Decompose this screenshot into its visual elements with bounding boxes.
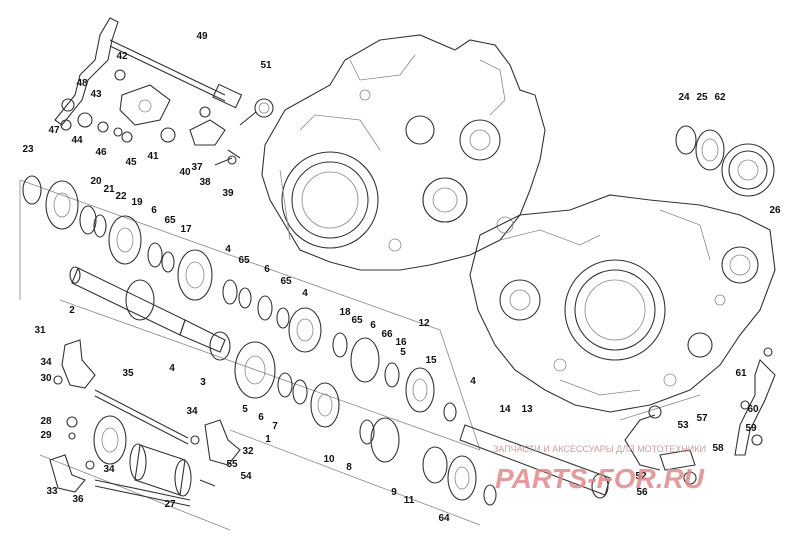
part-label-35: 35 xyxy=(122,368,134,379)
part-label-13: 13 xyxy=(521,404,533,415)
part-label-34: 34 xyxy=(103,464,115,475)
part-label-65: 65 xyxy=(351,315,363,326)
part-label-6: 6 xyxy=(151,205,157,216)
part-label-29: 29 xyxy=(40,430,52,441)
part-label-36: 36 xyxy=(72,494,84,505)
shift-small-parts xyxy=(60,69,241,166)
part-label-4: 4 xyxy=(302,288,308,299)
part-label-47: 47 xyxy=(48,125,60,136)
part-label-39: 39 xyxy=(222,188,234,199)
part-label-12: 12 xyxy=(418,318,430,329)
part-label-4: 4 xyxy=(225,244,231,255)
part-label-20: 20 xyxy=(90,176,102,187)
watermark-brand: PARTS-FOR.RU xyxy=(495,463,705,494)
external-lever-and-sensor xyxy=(624,347,776,485)
crankcase-right-half xyxy=(469,194,776,413)
secondary-shaft-gears xyxy=(234,341,497,506)
part-label-57: 57 xyxy=(696,413,708,424)
part-label-4: 4 xyxy=(470,376,476,387)
part-label-10: 10 xyxy=(323,454,335,465)
part-label-65: 65 xyxy=(164,215,176,226)
part-label-17: 17 xyxy=(180,224,192,235)
part-label-6: 6 xyxy=(264,264,270,275)
part-label-60: 60 xyxy=(747,404,759,415)
selector-mechanism xyxy=(49,339,241,507)
part-label-66: 66 xyxy=(381,329,393,340)
part-label-52: 52 xyxy=(635,471,647,482)
part-label-46: 46 xyxy=(95,147,107,158)
part-label-19: 19 xyxy=(131,197,143,208)
part-label-42: 42 xyxy=(116,51,128,62)
part-label-56: 56 xyxy=(636,487,648,498)
part-label-65: 65 xyxy=(280,276,292,287)
countershaft-gear-stack xyxy=(22,175,435,413)
watermark: ЗАПЧАСТИ И АКСЕССУАРЫ ДЛЯ МОТОТЕХНИКИ PA… xyxy=(493,444,706,494)
part-label-4: 4 xyxy=(169,363,175,374)
part-label-45: 45 xyxy=(125,157,137,168)
part-label-6: 6 xyxy=(370,320,376,331)
part-label-53: 53 xyxy=(677,420,689,431)
part-label-26: 26 xyxy=(769,205,781,216)
part-label-14: 14 xyxy=(499,404,511,415)
part-label-24: 24 xyxy=(678,92,690,103)
part-label-41: 41 xyxy=(147,151,159,162)
part-label-23: 23 xyxy=(22,144,34,155)
part-label-25: 25 xyxy=(696,92,708,103)
part-label-28: 28 xyxy=(40,416,52,427)
part-label-16: 16 xyxy=(395,337,407,348)
part-label-48: 48 xyxy=(76,78,88,89)
part-label-3: 3 xyxy=(200,377,206,388)
front-sprocket-assembly xyxy=(675,125,775,197)
part-label-43: 43 xyxy=(90,89,102,100)
part-label-51: 51 xyxy=(260,60,272,71)
part-label-38: 38 xyxy=(199,177,211,188)
part-label-37: 37 xyxy=(191,162,203,173)
part-label-54: 54 xyxy=(240,471,252,482)
part-label-31: 31 xyxy=(34,325,46,336)
part-label-8: 8 xyxy=(346,462,352,473)
shift-lever-shaft xyxy=(54,17,243,126)
part-label-7: 7 xyxy=(272,421,278,432)
part-label-44: 44 xyxy=(71,135,83,146)
part-label-9: 9 xyxy=(391,487,397,498)
part-label-58: 58 xyxy=(712,443,724,454)
part-label-15: 15 xyxy=(425,355,437,366)
part-label-5: 5 xyxy=(400,347,406,358)
part-label-55: 55 xyxy=(226,459,238,470)
watermark-caption: ЗАПЧАСТИ И АКСЕССУАРЫ ДЛЯ МОТОТЕХНИКИ xyxy=(493,444,706,454)
part-label-5: 5 xyxy=(242,404,248,415)
part-label-49: 49 xyxy=(196,31,208,42)
part-label-34: 34 xyxy=(186,406,198,417)
part-label-62: 62 xyxy=(714,92,726,103)
part-label-65: 65 xyxy=(238,255,250,266)
part-label-33: 33 xyxy=(46,486,58,497)
part-label-2: 2 xyxy=(69,305,75,316)
part-label-22: 22 xyxy=(115,191,127,202)
return-spring xyxy=(239,98,274,126)
mainshaft xyxy=(69,266,231,361)
part-label-27: 27 xyxy=(164,499,176,510)
assembly-guide-lines xyxy=(19,179,701,531)
part-label-11: 11 xyxy=(404,495,415,506)
part-label-32: 32 xyxy=(242,446,254,457)
crankcase-left-half xyxy=(261,34,546,271)
part-label-64: 64 xyxy=(438,513,450,524)
output-shaft xyxy=(443,402,611,499)
part-label-1: 1 xyxy=(265,434,271,445)
part-label-30: 30 xyxy=(40,373,52,384)
part-label-40: 40 xyxy=(179,167,191,178)
part-label-18: 18 xyxy=(339,307,351,318)
part-label-59: 59 xyxy=(745,423,757,434)
part-label-21: 21 xyxy=(103,184,115,195)
part-label-61: 61 xyxy=(735,368,747,379)
part-label-34: 34 xyxy=(40,357,52,368)
part-number-labels: 4951424843474446454137403839232021221966… xyxy=(22,31,781,524)
part-label-6: 6 xyxy=(258,412,264,423)
